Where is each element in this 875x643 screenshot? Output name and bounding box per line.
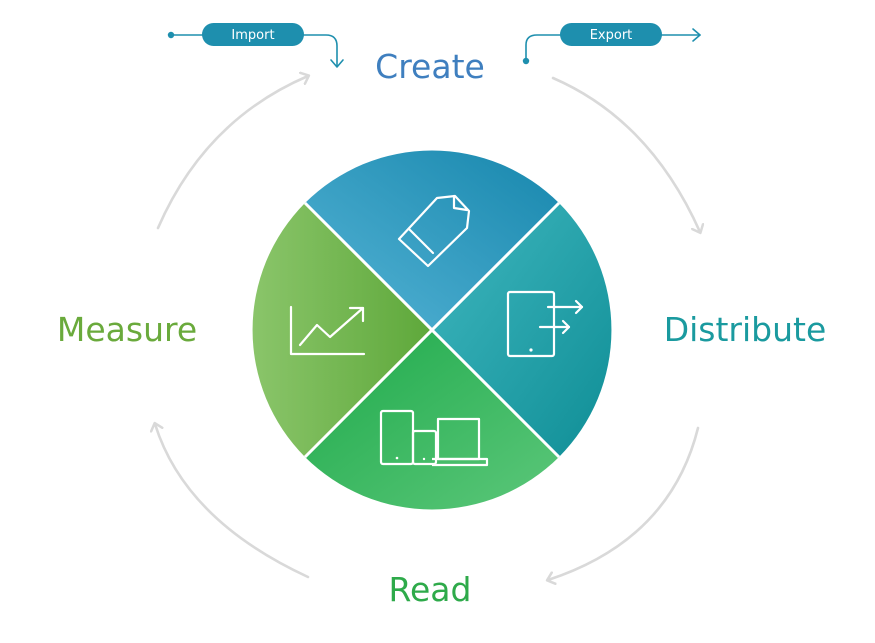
export-label: Export xyxy=(590,28,633,43)
distribute-sector[interactable] xyxy=(432,203,612,457)
device-export-icon xyxy=(506,290,584,358)
cycle-arrows xyxy=(155,76,700,580)
measure-sector[interactable] xyxy=(252,203,432,457)
growth-chart-icon xyxy=(289,305,366,356)
multi-device-icon xyxy=(379,409,489,467)
distribute-label: Distribute xyxy=(664,310,827,349)
read-sector[interactable] xyxy=(305,330,559,510)
export-connector xyxy=(522,28,701,65)
create-sector[interactable] xyxy=(305,150,559,330)
import-connector xyxy=(167,31,344,68)
tag-icon xyxy=(397,194,471,268)
export-button[interactable]: Export xyxy=(560,23,662,46)
arrow-read-to-measure xyxy=(155,424,310,579)
import-label: Import xyxy=(231,28,274,43)
pie-divider xyxy=(303,201,561,459)
import-button[interactable]: Import xyxy=(202,23,304,46)
read-label: Read xyxy=(389,570,472,609)
arrow-measure-to-create xyxy=(156,76,308,230)
arrow-create-to-distribute xyxy=(551,76,700,232)
create-label: Create xyxy=(375,47,485,86)
measure-label: Measure xyxy=(57,310,197,349)
cycle-pie xyxy=(252,150,612,510)
arrow-distribute-to-read xyxy=(548,426,700,580)
